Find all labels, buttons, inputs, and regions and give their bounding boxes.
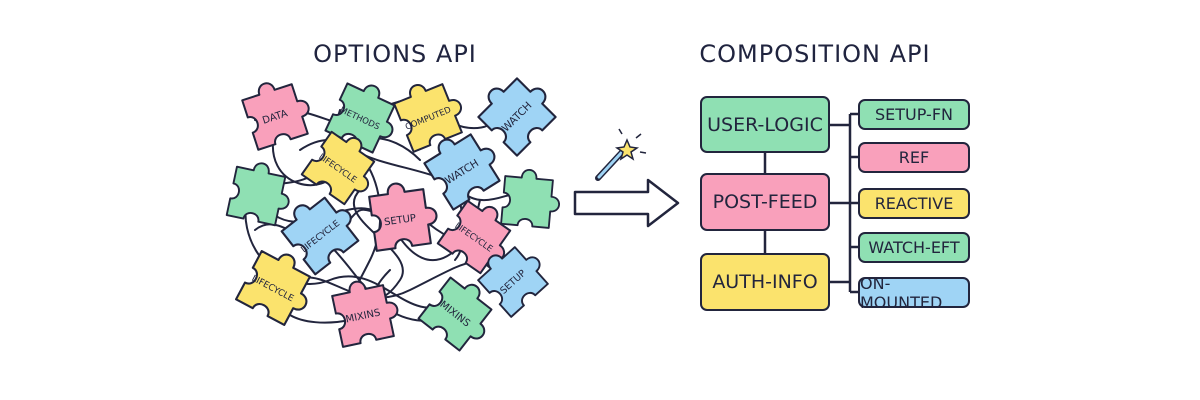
puzzle-piece <box>225 162 290 227</box>
puzzle-piece: LIFECYCLE <box>280 196 360 276</box>
puzzle-piece-shape <box>393 83 463 153</box>
puzzle-piece: SETUP <box>477 246 549 318</box>
puzzle-piece <box>500 169 560 229</box>
options-api-title: OPTIONS API <box>313 40 477 68</box>
puzzle-piece: LIFECYCLE <box>300 130 376 206</box>
puzzle-piece-shape <box>324 82 396 154</box>
function-box-watch-eft: WATCH-EFT <box>858 232 970 263</box>
group-box-post-feed: POST-FEED <box>700 173 830 231</box>
function-box-reactive: REACTIVE <box>858 188 970 219</box>
puzzle-piece-shape <box>417 276 493 352</box>
puzzle-piece: SETUP <box>368 182 438 252</box>
puzzle-piece-shape <box>423 133 501 211</box>
puzzle-piece-shape <box>500 169 560 229</box>
puzzle-piece-shape <box>300 130 376 206</box>
group-box-user-logic: USER-LOGIC <box>700 96 830 153</box>
puzzle-piece: WATCH <box>477 77 557 157</box>
puzzle-piece-label: SETUP <box>383 213 416 228</box>
puzzle-piece-shape <box>477 77 557 157</box>
puzzle-piece: LIFECYCLE <box>235 250 311 326</box>
puzzle-piece-shape <box>225 162 290 227</box>
puzzle-piece-shape <box>331 280 399 348</box>
puzzle-piece-shape <box>235 250 311 326</box>
magic-wand-icon <box>595 128 647 181</box>
puzzle-piece: MIXINS <box>417 276 493 352</box>
puzzle-piece-shape <box>241 82 310 151</box>
puzzle-piece-shape <box>280 196 360 276</box>
function-box-ref: REF <box>858 142 970 173</box>
puzzle-piece-shape <box>368 182 438 252</box>
puzzle-piece: MIXINS <box>331 280 399 348</box>
puzzle-piece: METHODS <box>324 82 396 154</box>
puzzle-piece: WATCH <box>423 133 501 211</box>
group-box-auth-info: AUTH-INFO <box>700 253 830 311</box>
arrow-right-icon <box>573 178 680 228</box>
function-box-on-mounted: ON-MOUNTED <box>858 274 970 312</box>
puzzle-piece: LIFECYCLE <box>436 199 512 275</box>
puzzle-piece: DATA <box>241 82 310 151</box>
puzzle-piece: COMPUTED <box>393 83 463 153</box>
puzzle-piece-shape <box>436 199 512 275</box>
composition-api-title: COMPOSITION API <box>699 40 931 68</box>
function-box-setup-fn: SETUP-FN <box>858 99 970 130</box>
puzzle-piece-shape <box>477 246 549 318</box>
